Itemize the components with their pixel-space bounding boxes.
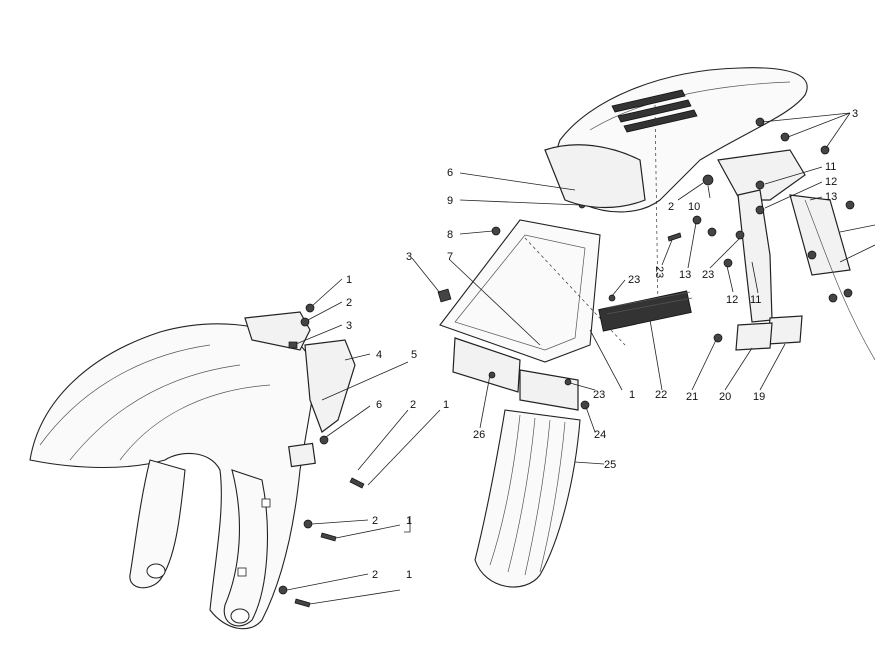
mount-bracket <box>717 149 806 201</box>
nut-icon <box>755 205 765 215</box>
callout-label: 20 <box>719 391 731 403</box>
callout-label: 12 <box>726 294 738 306</box>
clip-icon <box>437 288 452 303</box>
screw-icon <box>564 378 572 386</box>
callout-label: 25 <box>604 459 616 471</box>
bolt-icon <box>320 532 337 542</box>
callout-label: 2 <box>372 515 378 527</box>
washer-icon <box>735 230 745 240</box>
bolt-hole <box>237 567 247 577</box>
callout-label: 2 <box>410 399 416 411</box>
rear-fender-frame <box>439 219 601 363</box>
callout-label: 24 <box>594 429 606 441</box>
callout-label: 1 <box>443 399 449 411</box>
bolt-icon <box>702 174 714 186</box>
callout-label: 5 <box>411 349 417 361</box>
callout-labels: 1 2 3 4 5 6 2 1 2 1 2 1 3 7 6 9 8 23 23 … <box>346 108 858 581</box>
bolt-icon <box>667 232 682 242</box>
bolt-hole <box>261 498 271 508</box>
cowl-vent <box>617 99 692 123</box>
plate-mount <box>519 369 579 411</box>
bolt-icon <box>294 598 311 608</box>
seat-pan <box>544 144 646 209</box>
fender-left-stay <box>129 459 186 589</box>
callout-label: 9 <box>447 195 453 207</box>
bracket-plate <box>288 442 316 468</box>
license-bracket <box>452 337 521 393</box>
front-fender-assembly <box>29 303 365 630</box>
stay-bracket <box>789 194 851 276</box>
screw-icon <box>488 371 496 379</box>
nut-icon <box>820 145 830 155</box>
callout-label: 4 <box>376 349 382 361</box>
screw-icon <box>608 294 616 302</box>
callout-label: 22 <box>655 389 667 401</box>
bolt-icon <box>843 288 853 298</box>
washer-icon <box>828 293 838 303</box>
callout-label: 2 <box>668 201 674 213</box>
callout-label: 8 <box>447 229 453 241</box>
washer-icon <box>278 585 288 595</box>
callout-label: 11 <box>825 161 836 173</box>
callout-label: 1 <box>346 274 352 286</box>
splash-guard <box>474 409 581 588</box>
callout-label: 13 <box>825 191 837 203</box>
callout-label: 2 <box>346 297 352 309</box>
nut-icon <box>580 400 590 410</box>
washer-icon <box>692 215 702 225</box>
callout-label: 26 <box>473 429 485 441</box>
callout-label: 3 <box>852 108 858 120</box>
callout-label: 1 <box>406 569 412 581</box>
nut-icon <box>807 250 817 260</box>
nut-icon <box>780 132 790 142</box>
callout-label: 23 <box>702 269 714 281</box>
callout-label: 10 <box>688 201 700 213</box>
callout-label: 2 <box>372 569 378 581</box>
mud-guard-inner <box>304 339 356 433</box>
callout-label: 23 <box>593 389 605 401</box>
callout-label: 6 <box>376 399 382 411</box>
reflector-plate <box>767 315 803 345</box>
callout-label: 11 <box>750 294 761 306</box>
callout-label: 3 <box>346 320 352 332</box>
tail-cowl-assembly <box>544 67 875 361</box>
leader-lines <box>286 112 875 605</box>
bolt-icon <box>349 477 365 489</box>
nut-icon <box>723 258 733 268</box>
stay-hole <box>146 563 166 579</box>
rear-splash-assembly <box>437 185 693 588</box>
grommet-icon <box>319 435 329 445</box>
callout-label: 3 <box>406 251 412 263</box>
callout-label: 1 <box>406 515 412 527</box>
callout-label: 1 <box>629 389 635 401</box>
washer-icon <box>300 317 310 327</box>
nut-icon <box>755 180 765 190</box>
nut-icon <box>491 226 501 236</box>
callout-label: 21 <box>686 391 698 403</box>
callout-label: 23 <box>653 266 665 278</box>
callout-label: 7 <box>447 251 453 263</box>
stay-hole <box>230 608 250 624</box>
cowl-vent <box>611 89 686 113</box>
callout-label: 19 <box>753 391 765 403</box>
fender-right-stay <box>223 469 268 627</box>
cowl-vent <box>623 109 698 133</box>
washer-icon <box>303 519 313 529</box>
callout-label: 6 <box>447 167 453 179</box>
bolt-icon <box>845 200 855 210</box>
tag-plate <box>735 322 773 351</box>
callout-label: 13 <box>679 269 691 281</box>
washer-icon <box>707 227 717 237</box>
nut-icon <box>288 341 298 349</box>
callout-label: 12 <box>825 176 837 188</box>
callout-label: 23 <box>628 274 640 286</box>
reflector-grille <box>598 290 692 332</box>
